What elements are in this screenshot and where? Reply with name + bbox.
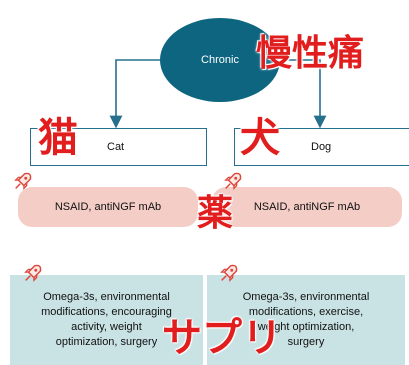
chronic-label: Chronic: [201, 54, 239, 66]
chronic-node: Chronic: [160, 18, 280, 102]
cat-supplement-line: Omega-3s, environmental: [43, 291, 170, 303]
rocket-icon: [24, 264, 42, 282]
cat-supplement-line: activity, weight: [71, 321, 142, 333]
cat-overlay: 猫: [38, 115, 78, 161]
dog-supplement-line: Omega-3s, environmental: [242, 291, 370, 303]
cat-drug-text: NSAID, antiNGF mAb: [54, 201, 162, 213]
connector-to-cat: [109, 59, 168, 129]
cat-node: Cat: [30, 128, 207, 166]
cat-supplement-box: Omega-3s, environmental modifications, e…: [10, 275, 203, 365]
drug-overlay: 薬: [197, 193, 234, 234]
dog-label: Dog: [311, 141, 332, 153]
dog-supplement-line: weight optimization,: [257, 321, 355, 333]
rocket-icon: [220, 264, 238, 282]
supplement-overlay: サプリ: [162, 315, 282, 361]
cat-supplement-line: modifications, encouraging: [41, 306, 172, 318]
dog-drug-text: NSAID, antiNGF mAb: [253, 201, 361, 213]
dog-overlay: 犬: [240, 115, 280, 161]
rocket-icon: [14, 172, 32, 190]
dog-drug-box: NSAID, antiNGF mAb: [212, 187, 402, 227]
rocket-icon: [224, 172, 242, 190]
connector-to-dog: [272, 59, 327, 129]
chronic-pain-overlay: 慢性痛: [256, 33, 365, 74]
cat-supplement-line: optimization, surgery: [55, 336, 158, 348]
dog-supplement-box: Omega-3s, environmental modifications, e…: [207, 275, 405, 365]
cat-drug-box: NSAID, antiNGF mAb: [18, 187, 198, 227]
dog-supplement-line: modifications, exercise,: [248, 306, 364, 318]
cat-label: Cat: [107, 141, 125, 153]
dog-node: Dog: [234, 128, 409, 166]
dog-supplement-line: surgery: [287, 336, 325, 348]
